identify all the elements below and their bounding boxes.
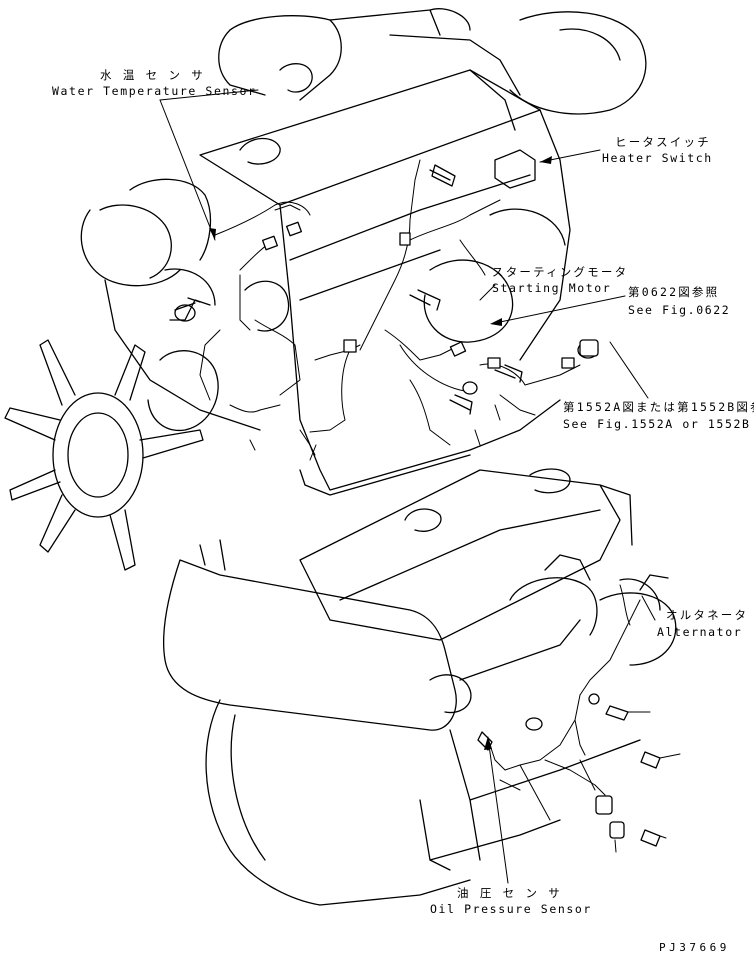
see-fig-0622-label-jp: 第0622図参照 — [628, 285, 719, 299]
starting-motor-label-en: Starting Motor — [492, 281, 611, 295]
callouts — [159, 89, 656, 884]
alternator-label-jp: オルタネータ — [666, 608, 748, 622]
alternator-label-en: Alternator — [657, 625, 742, 639]
heater-switch-label-jp: ヒータスイッチ — [615, 135, 711, 149]
water-temp-sensor-label-en: Water Temperature Sensor — [52, 84, 257, 98]
starting-motor-label-jp: スターティングモータ — [492, 265, 628, 279]
see-fig-1552-label-jp: 第1552A図または第1552B図参照 — [563, 400, 754, 414]
oil-pressure-sensor-label-jp: 油 圧 セ ン サ — [457, 886, 562, 900]
see-fig-1552-label-en: See Fig.1552A or 1552B — [563, 417, 751, 431]
labels: 水 温 セ ン サ Water Temperature Sensor ヒータスイ… — [52, 68, 754, 954]
oil-pressure-sensor-label-en: Oil Pressure Sensor — [430, 902, 592, 916]
water-temp-sensor-label-jp: 水 温 セ ン サ — [100, 68, 205, 82]
fan-drawing — [4, 339, 204, 571]
see-fig-0622-label-en: See Fig.0622 — [628, 303, 730, 317]
lower-engine-drawing — [163, 468, 681, 906]
drawing-code: PJ37669 — [659, 941, 730, 954]
heater-switch-label-en: Heater Switch — [602, 151, 713, 165]
upper-engine-drawing — [4, 8, 647, 571]
